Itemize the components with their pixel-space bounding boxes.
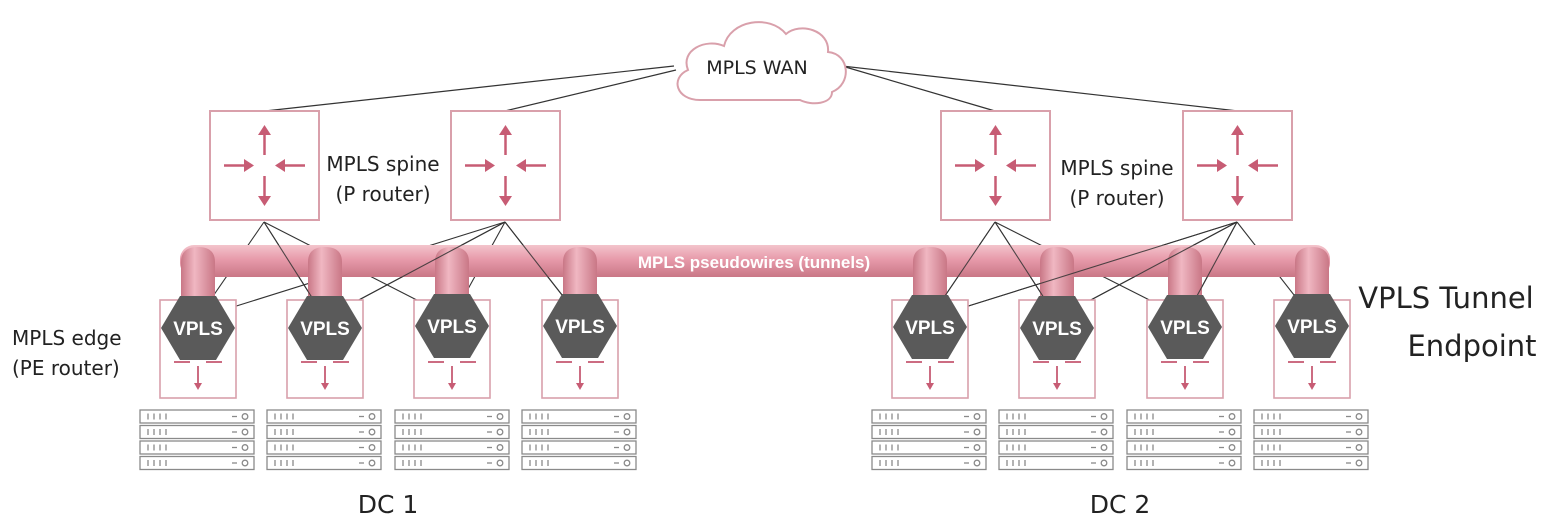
dc1-label: DC 1: [358, 490, 419, 518]
vpls-node-6: VPLS: [1020, 296, 1094, 360]
edge-label-line2: (PE router): [12, 356, 120, 380]
server-rack-icon: [266, 409, 382, 471]
vpls-node-8: VPLS: [1275, 294, 1349, 358]
wan-links: [264, 65, 1239, 112]
mpls-wan-cloud: MPLS WAN: [676, 21, 847, 105]
spine-label-right-line2: (P router): [1069, 186, 1164, 210]
server-stacks: [139, 409, 1369, 471]
hexagon-icon: [1020, 296, 1094, 360]
vpls-label: VPLS: [1032, 319, 1082, 340]
spine-router-1: [209, 110, 320, 221]
vpls-endpoints: VPLS VPLS VPLS VPLS VPLS VPLS VPLS VPLS: [161, 294, 1349, 360]
server-rack-icon: [139, 409, 255, 471]
vpls-label: VPLS: [1160, 318, 1210, 339]
spine-router-2: [450, 110, 561, 221]
wan-label: MPLS WAN: [706, 57, 808, 79]
hexagon-icon: [1148, 295, 1222, 359]
server-rack-icon: [1253, 409, 1369, 471]
edge-label-line1: MPLS edge: [12, 326, 122, 350]
router-arrows-icon: [301, 361, 349, 390]
router-arrows-icon: [224, 125, 305, 206]
vpls-node-7: VPLS: [1148, 295, 1222, 359]
router-arrows-icon: [428, 361, 476, 390]
router-arrows-icon: [1288, 361, 1336, 390]
vpls-label: VPLS: [555, 317, 605, 338]
vpls-label: VPLS: [427, 317, 477, 338]
router-arrows-icon: [906, 361, 954, 390]
tunnel-label: MPLS pseudowires (tunnels): [638, 253, 870, 272]
vpls-node-5: VPLS: [893, 295, 967, 359]
spine-label-left-line1: MPLS spine: [326, 152, 439, 176]
vpls-node-1: VPLS: [161, 296, 235, 360]
router-arrows-icon: [955, 125, 1036, 206]
vpls-node-3: VPLS: [415, 294, 489, 358]
hexagon-icon: [1275, 294, 1349, 358]
router-arrows-icon: [174, 361, 222, 390]
hexagon-icon: [161, 296, 235, 360]
spine-label-left-line2: (P router): [335, 182, 430, 206]
spine-router-4: [1182, 110, 1293, 221]
vpls-node-2: VPLS: [288, 296, 362, 360]
vpls-label: VPLS: [173, 319, 223, 340]
router-arrows-icon: [1033, 361, 1081, 390]
endpoint-label-line1: VPLS Tunnel: [1358, 281, 1533, 315]
spine-router-3: [940, 110, 1051, 221]
hexagon-icon: [415, 294, 489, 358]
vpls-label: VPLS: [300, 319, 350, 340]
router-arrows-icon: [1197, 125, 1278, 206]
cloud-icon: [676, 21, 847, 105]
vpls-label: VPLS: [905, 318, 955, 339]
server-rack-icon: [521, 409, 637, 471]
server-rack-icon: [394, 409, 510, 471]
router-arrows-icon: [465, 125, 546, 206]
hexagon-icon: [288, 296, 362, 360]
server-rack-icon: [871, 409, 987, 471]
dc2-label: DC 2: [1090, 490, 1151, 518]
hexagon-icon: [893, 295, 967, 359]
spine-label-right-line1: MPLS spine: [1060, 156, 1173, 180]
router-arrows-icon: [556, 361, 604, 390]
hexagon-icon: [543, 294, 617, 358]
server-rack-icon: [1126, 409, 1242, 471]
server-rack-icon: [998, 409, 1114, 471]
router-arrows-icon: [1161, 361, 1209, 390]
vpls-label: VPLS: [1287, 317, 1337, 338]
vpls-node-4: VPLS: [543, 294, 617, 358]
endpoint-label-line2: Endpoint: [1407, 329, 1536, 363]
